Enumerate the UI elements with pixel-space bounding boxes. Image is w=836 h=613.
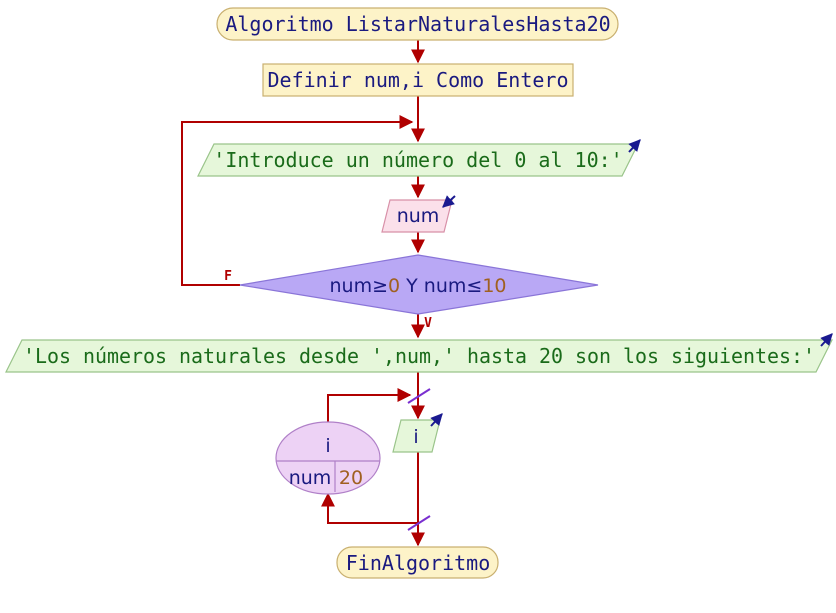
message-output-node: 'Los números naturales desde ',num,' has… <box>5 333 833 373</box>
output-arrow-icon <box>628 139 641 153</box>
loop-end-value: 20 <box>339 467 363 489</box>
connector-loop-body <box>327 388 412 422</box>
end-label: FinAlgoritmo <box>346 551 491 575</box>
prompt-output-node: 'Introduce un número del 0 al 10:' <box>197 139 641 177</box>
for-loop-node: i num 20 <box>275 421 381 495</box>
message-label: 'Los números naturales desde ',num,' has… <box>23 344 815 368</box>
start-label: Algoritmo ListarNaturalesHasta20 <box>225 12 610 36</box>
read-label: num <box>397 205 440 227</box>
connector-loop-return <box>321 492 418 524</box>
loop-variable: i <box>325 435 330 457</box>
define-label: Definir num,i Como Entero <box>267 68 568 92</box>
false-branch-label: F <box>224 269 232 284</box>
end-node: FinAlgoritmo <box>336 546 499 579</box>
loop-entry-tick <box>407 388 431 404</box>
loop-exit-tick <box>407 515 431 531</box>
start-node: Algoritmo ListarNaturalesHasta20 <box>216 7 619 41</box>
condition-expression: num≥0 Y num≤10 <box>330 275 507 297</box>
loop-output-label: i <box>413 426 418 448</box>
true-branch-label: V <box>424 316 432 331</box>
prompt-label: 'Introduce un número del 0 al 10:' <box>213 148 622 172</box>
define-node: Definir num,i Como Entero <box>262 63 574 97</box>
loop-start-value: num <box>289 467 332 489</box>
condition-node: num≥0 Y num≤10 F V <box>224 254 599 331</box>
input-arrow-icon <box>442 195 456 208</box>
loop-output-node: i <box>392 413 443 453</box>
connector-loop-back-false <box>181 115 414 286</box>
output-arrow-icon <box>430 413 443 427</box>
read-input-node: num <box>381 195 456 233</box>
output-arrow-icon <box>820 333 833 347</box>
flow-connectors <box>181 40 431 547</box>
